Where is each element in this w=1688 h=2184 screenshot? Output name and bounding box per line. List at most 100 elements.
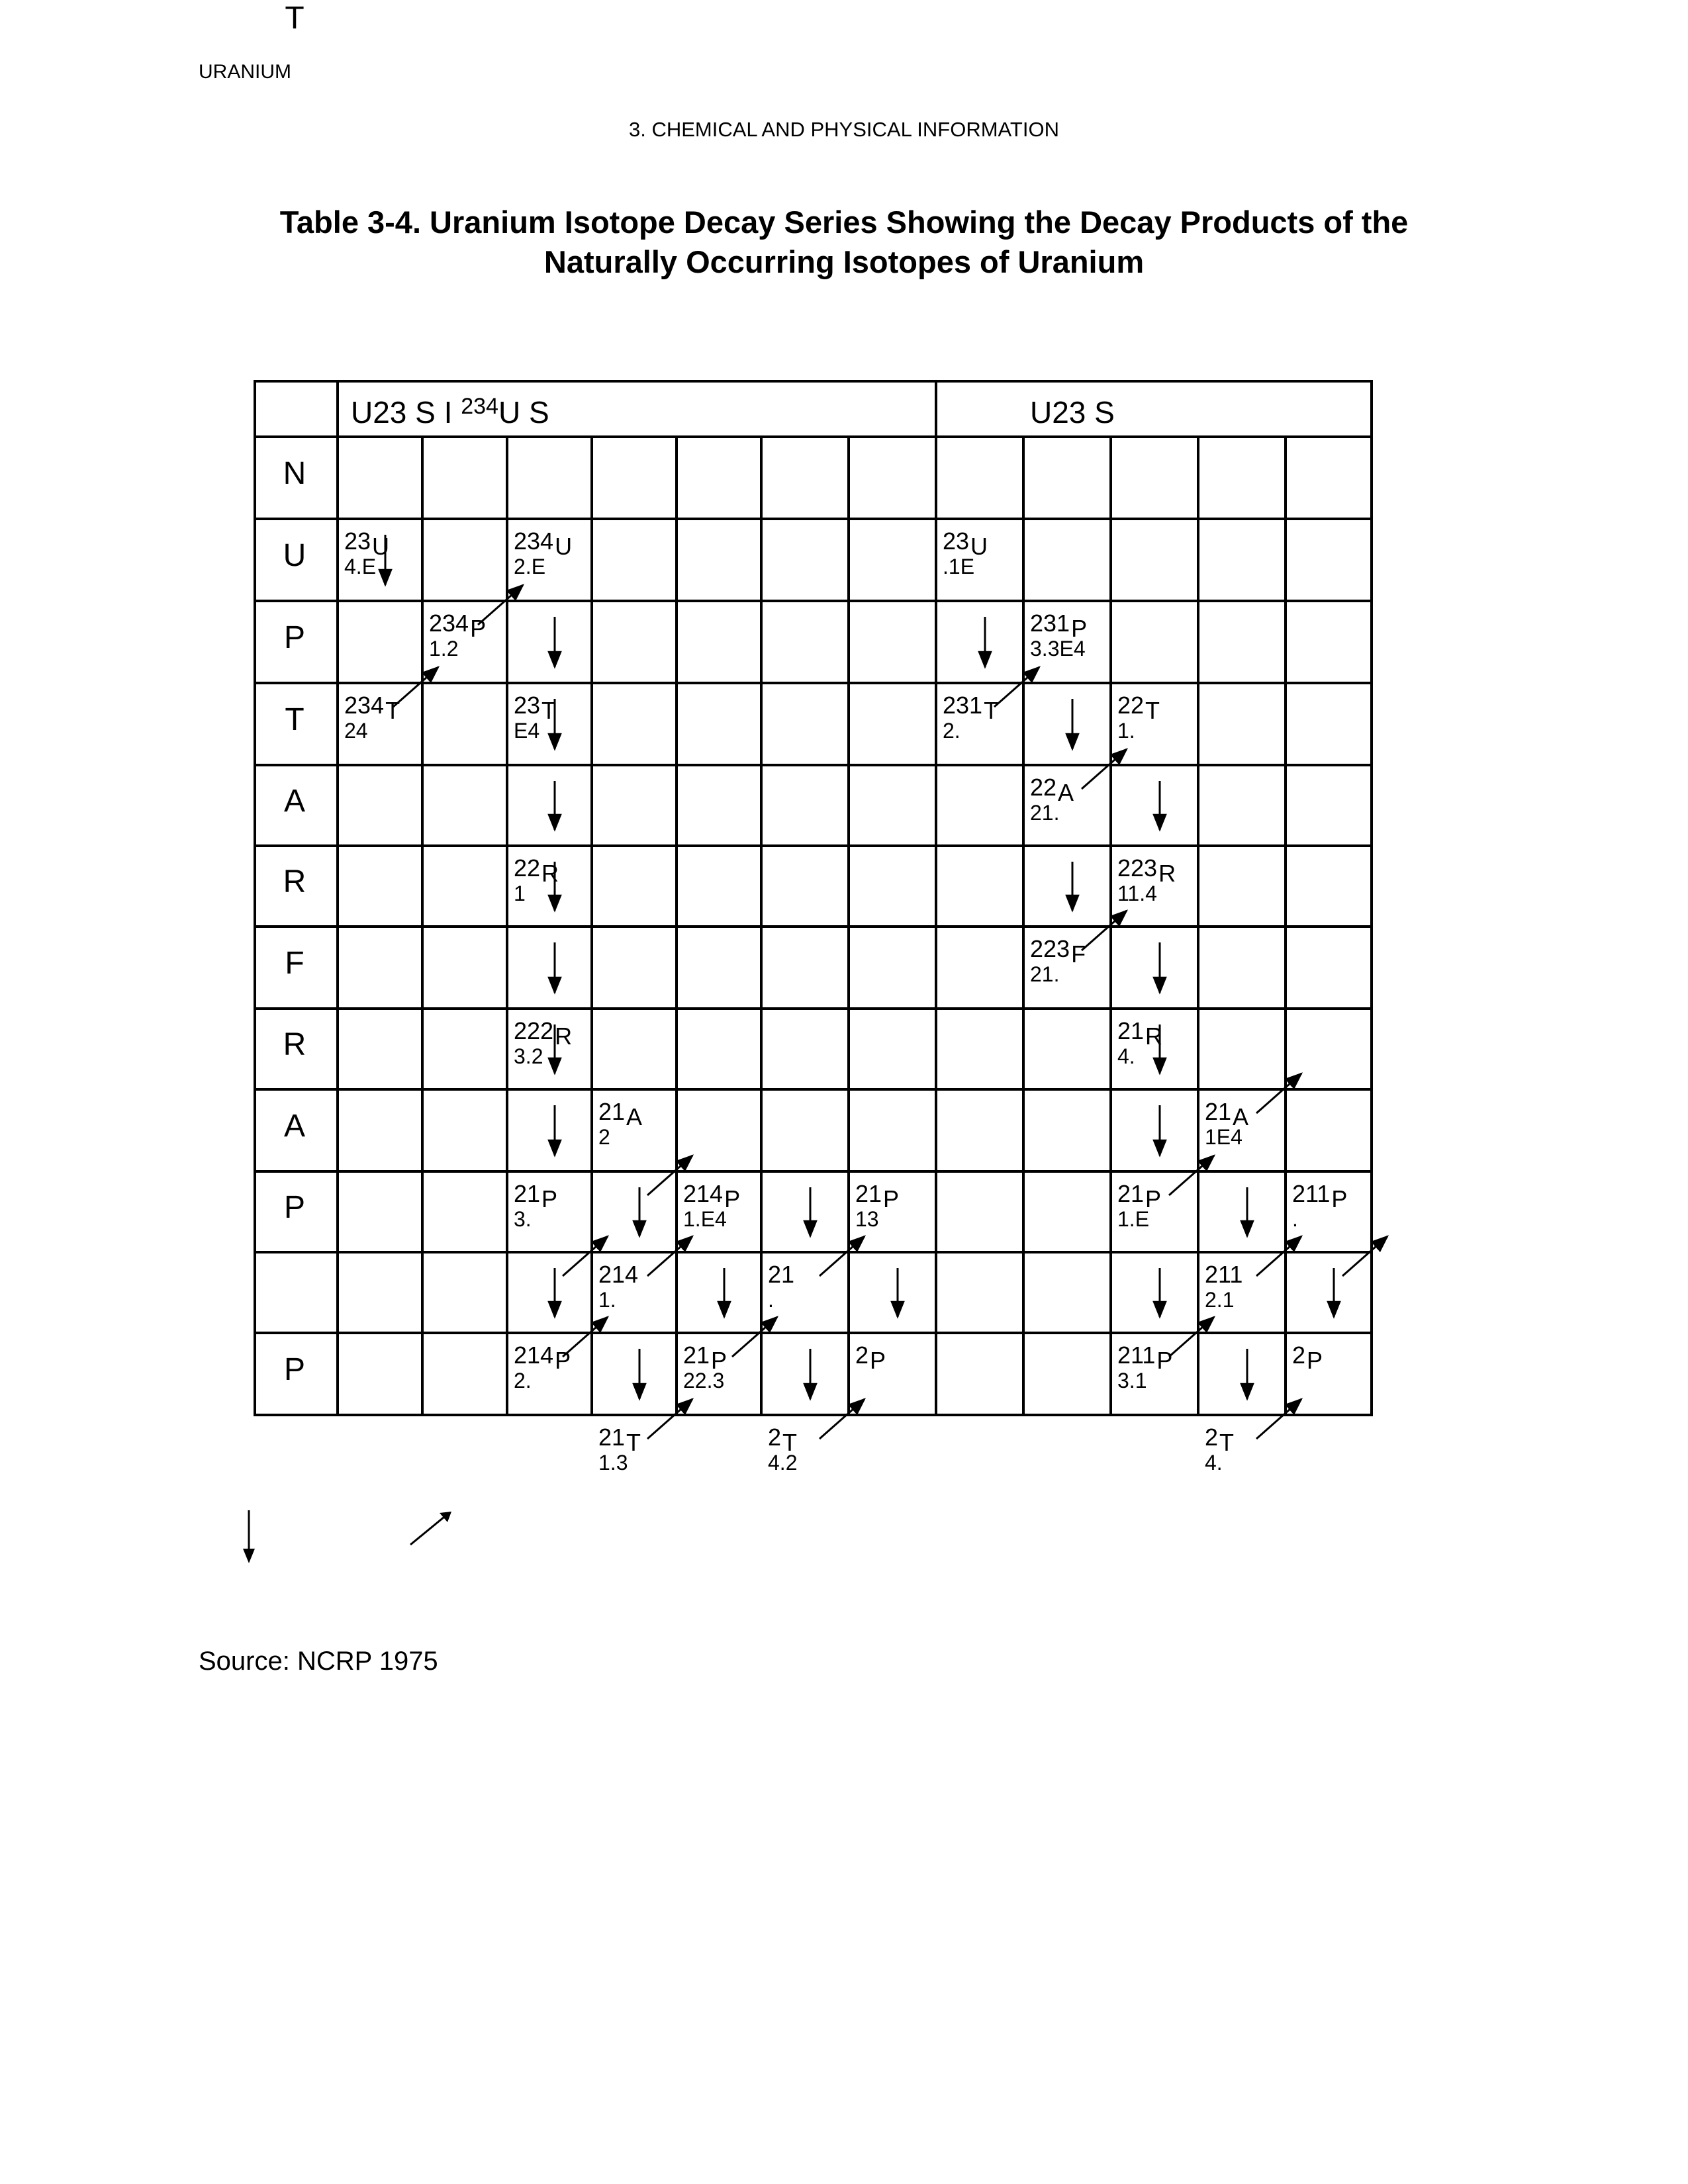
isotope-mass: 211 [1292,1180,1331,1207]
beta-decay-arrow [1342,1235,1389,1277]
isotope-half-life: 2 [598,1125,610,1149]
table-frame [254,380,1373,1416]
isotope-mass: 231 [943,692,983,719]
isotope-half-life: 1.3 [598,1451,628,1475]
isotope-mass: 211 [1205,1261,1243,1288]
isotope-mass: 22 [1030,774,1057,801]
isotope-mass: 21 [1117,1180,1145,1207]
isotope-element: R [1145,1023,1163,1050]
isotope-element: P [1331,1185,1348,1212]
isotope-cell: 223F 21. [1030,935,1086,987]
row-label: F [285,946,305,981]
row-label: U [283,538,306,573]
isotope-mass: 21 [1117,1017,1145,1044]
isotope-mass: 2 [1205,1424,1219,1451]
col-group-1-suffix: U S [498,395,549,430]
isotope-element: P [724,1185,741,1212]
isotope-mass: 21 [855,1180,882,1207]
row-label: T [285,702,305,737]
isotope-cell: 21R 4. [1117,1017,1163,1069]
isotope-half-life: 3.3E4 [1030,637,1086,660]
isotope-half-life: 1E4 [1205,1125,1243,1149]
isotope-element: T [1219,1429,1235,1456]
isotope-mass: 21 [514,1180,541,1207]
isotope-half-life: 21. [1030,962,1060,986]
chapter-heading: 3. CHEMICAL AND PHYSICAL INFORMATION [629,118,1059,141]
beta-decay-arrow [1256,1072,1303,1115]
beta-decay-arrow [1256,1235,1303,1277]
isotope-half-life: 1 [514,882,526,905]
isotope-element: P [1071,615,1088,642]
isotope-element: T [541,697,557,724]
beta-decay-arrow [731,1316,779,1358]
isotope-cell: 2P [1292,1342,1323,1374]
isotope-element: F [1071,940,1086,968]
beta-decay-arrow [562,1235,610,1277]
isotope-half-life: 2.E [514,555,546,578]
isotope-mass: 21 [683,1342,710,1369]
alpha-decay-legend-arrow-icon [243,1510,255,1563]
isotope-half-life: E4 [514,719,540,743]
isotope-mass: 223 [1117,854,1158,882]
isotope-element: P [470,615,487,642]
isotope-half-life: 1.E4 [683,1207,727,1231]
isotope-mass: 223 [1030,935,1070,962]
isotope-mass: 231 [1030,610,1070,637]
isotope-element: P [711,1347,727,1374]
isotope-half-life: 1. [598,1288,616,1312]
table-title: Table 3-4. Uranium Isotope Decay Series … [0,203,1688,282]
beta-decay-arrow [1168,1154,1216,1197]
isotope-mass: 23 [344,527,371,555]
beta-decay-legend-arrow-icon [410,1512,451,1546]
isotope-cell: 23U.1E [943,528,988,579]
isotope-half-life: 2. [514,1369,532,1392]
beta-decay-arrow [647,1398,694,1440]
table-title-line-2: Naturally Occurring Isotopes of Uranium [543,244,1145,279]
isotope-half-life: 3. [514,1207,532,1231]
isotope-mass: 22 [1117,692,1145,719]
isotope-cell: 211P. [1292,1180,1348,1232]
column-group-header-1: U23 S I 234U S [351,394,549,430]
isotope-half-life: 24 [344,719,368,743]
isotope-mass: 22 [514,854,541,882]
isotope-half-life: 2. [943,719,961,743]
isotope-mass: 2 [768,1424,782,1451]
isotope-mass: 21 [768,1261,795,1288]
isotope-mass: 234 [429,610,469,637]
isotope-mass: 222 [514,1017,554,1044]
isotope-element: P [541,1185,558,1212]
beta-decay-arrow [562,1316,610,1358]
isotope-mass: 21 [598,1098,626,1125]
table-title-line-1: Table 3-4. Uranium Isotope Decay Series … [279,205,1409,240]
beta-decay-arrow [1168,1316,1216,1358]
isotope-mass: 2 [1292,1342,1306,1369]
row-label: R [283,864,306,899]
isotope-mass: 214 [683,1180,724,1207]
isotope-element: P [555,1347,571,1374]
isotope-half-life: 1.E [1117,1207,1150,1231]
beta-decay-arrow [1081,748,1129,790]
isotope-half-life: .1E [943,555,975,578]
col-group-1-prefix: U23 S I [351,395,461,430]
isotope-half-life: 4. [1117,1044,1135,1068]
isotope-half-life: 22.3 [683,1369,725,1392]
beta-decay-arrow [819,1235,867,1277]
isotope-element: T [626,1429,641,1456]
